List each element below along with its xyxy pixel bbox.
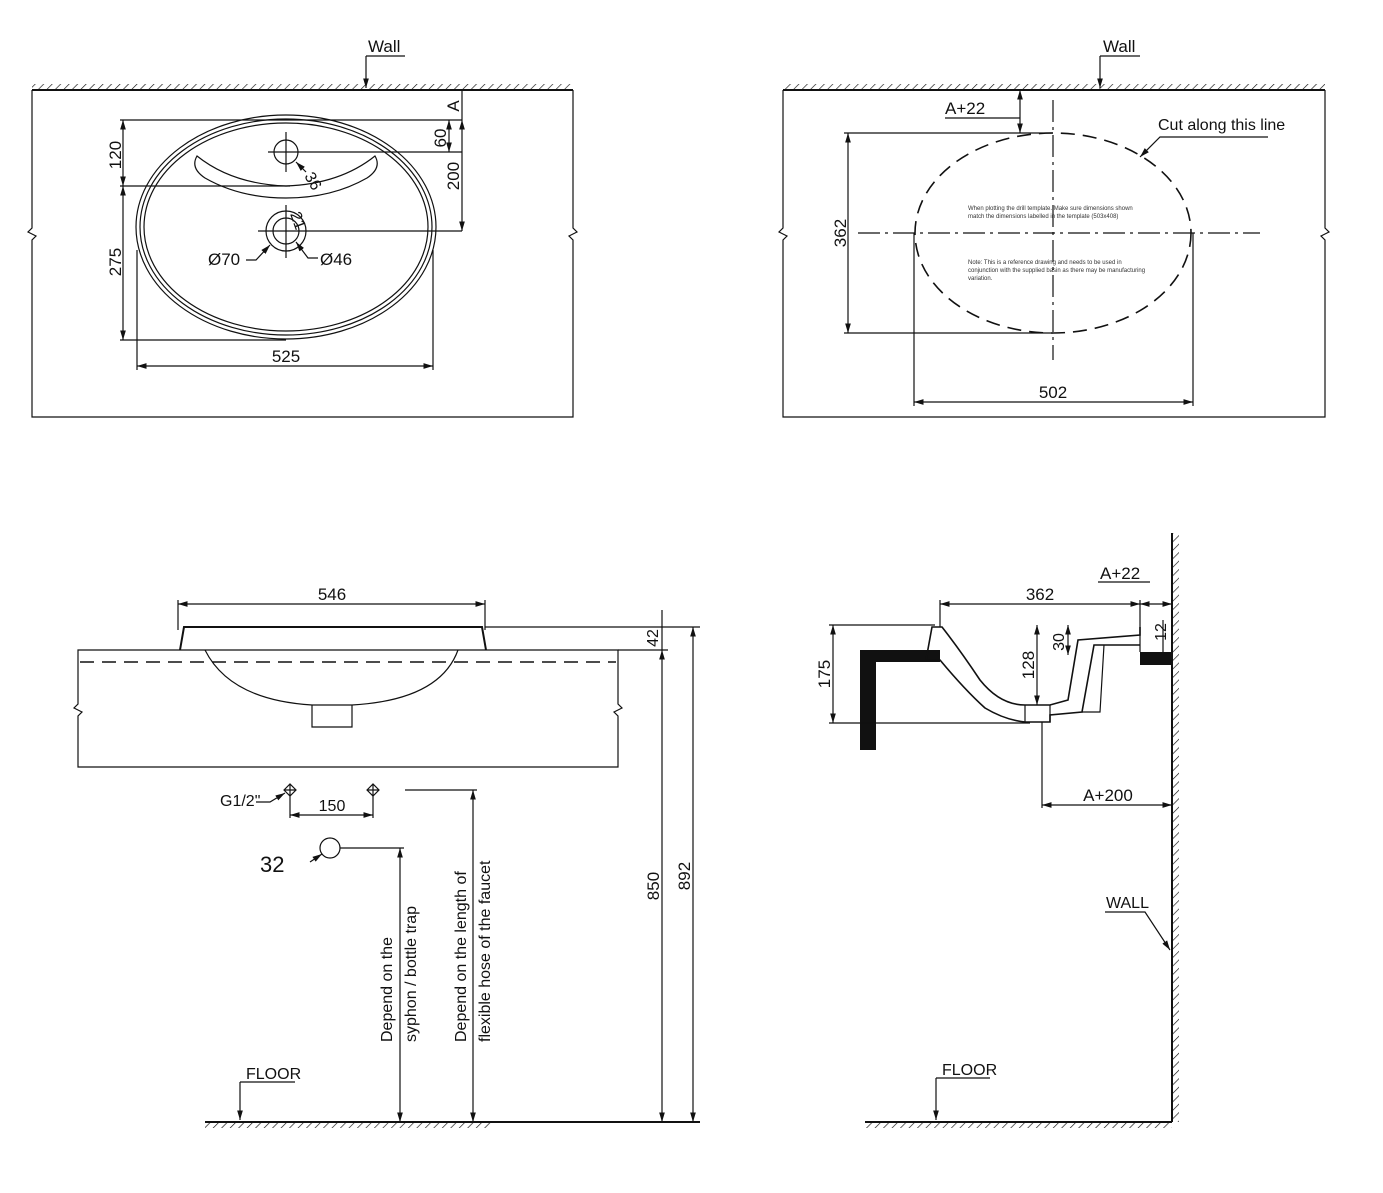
dim-32: 32	[260, 852, 284, 877]
basin-rim-front	[179, 626, 487, 651]
note-reference-line2: conjunction with the supplied basin as t…	[968, 268, 1145, 274]
dim-42: 42	[645, 629, 662, 647]
wall-label: WALL	[1106, 895, 1149, 912]
side-view: 362 A+22 175 128 30 12 A+200 WALL FLOOR	[815, 533, 1179, 1128]
dim-a-plus-22: A+22	[945, 99, 985, 118]
syphon-note-line1: Depend on the	[379, 937, 396, 1042]
wall-hatch	[32, 84, 573, 90]
dim-a-plus-22: A+22	[1100, 564, 1140, 583]
basin-bowl-front	[204, 649, 459, 706]
waste-outlet	[319, 837, 341, 859]
dim-850: 850	[644, 872, 663, 900]
dim-362: 362	[1026, 585, 1054, 604]
note-template-line2: match the dimensions labelled in the tem…	[968, 214, 1118, 220]
syphon-note-line2: syphon / bottle trap	[403, 906, 420, 1042]
dim-120: 120	[106, 141, 125, 169]
top-view: Wall 120 275 525 60 200 A 36 21 Ø7	[26, 37, 579, 418]
dim-175: 175	[815, 660, 834, 688]
countertop-section	[860, 650, 940, 750]
note-reference-line1: Note: This is a reference drawing and ne…	[968, 260, 1122, 266]
dim-200: 200	[444, 162, 463, 190]
note-template-line1: When plotting the drill template. Make s…	[968, 206, 1133, 212]
template-view: Wall A+22 Cut along this line 362 502 Wh…	[777, 37, 1331, 418]
basin-outer-rim	[135, 114, 437, 340]
dim-362: 362	[831, 219, 850, 247]
dim-21: 21	[286, 210, 308, 233]
dim-diameter-46: Ø46	[320, 250, 352, 269]
thread-size-label: G1/2"	[220, 793, 260, 810]
dim-12: 12	[1153, 623, 1170, 641]
cut-along-line-label: Cut along this line	[1158, 117, 1285, 134]
floor-label: FLOOR	[942, 1062, 997, 1079]
dim-546: 546	[318, 585, 346, 604]
hose-note-line2: flexible hose of the faucet	[477, 860, 494, 1042]
dim-60: 60	[431, 129, 450, 148]
dim-525: 525	[272, 347, 300, 366]
dim-36: 36	[301, 170, 325, 194]
water-inlet-valves: 150 G1/2"	[220, 783, 380, 818]
dim-a-plus-200: A+200	[1083, 786, 1133, 805]
dim-a: A	[444, 100, 463, 112]
wall-label: Wall	[368, 37, 400, 56]
front-view: 546 42 850 892 150 G1/2" 32 Depend on th…	[72, 585, 700, 1128]
dim-128: 128	[1019, 651, 1038, 679]
dim-150: 150	[319, 798, 346, 815]
floor-label: FLOOR	[246, 1066, 301, 1083]
wall-label: Wall	[1103, 37, 1135, 56]
dim-892: 892	[675, 862, 694, 890]
note-reference-line3: variation.	[968, 276, 993, 282]
countertop-front	[72, 649, 624, 768]
dim-diameter-70: Ø70	[208, 250, 240, 269]
dim-30: 30	[1051, 633, 1068, 651]
hose-note-line1: Depend on the length of	[453, 871, 470, 1042]
dim-275: 275	[106, 248, 125, 276]
dim-502: 502	[1039, 383, 1067, 402]
countertop-outline	[26, 90, 579, 418]
